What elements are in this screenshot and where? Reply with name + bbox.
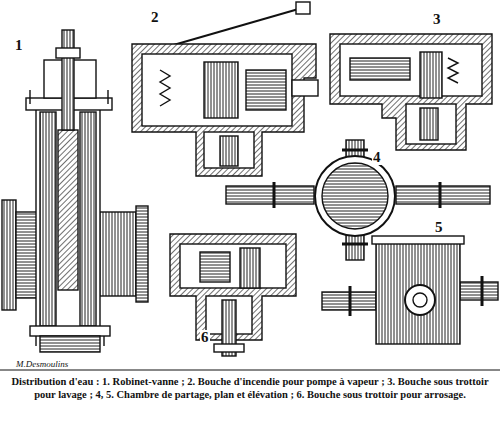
- gate-valve: [2, 30, 148, 352]
- watering-outlet-box: [170, 234, 296, 356]
- callout-number: 4: [372, 150, 382, 165]
- distribution-chamber-elevation: [322, 236, 498, 344]
- callout-number: 6: [200, 330, 210, 345]
- callout-number: 3: [432, 12, 442, 27]
- engraver-signature: M.Desmoulins: [16, 360, 68, 369]
- callout-number: 5: [434, 220, 444, 235]
- washing-outlet-box: [330, 34, 492, 150]
- fire-hydrant-box: [132, 2, 318, 176]
- figure-caption: Distribution d'eau : 1. Robinet-vanne ; …: [6, 376, 494, 402]
- callout-number: 1: [14, 38, 24, 53]
- callout-number: 2: [150, 10, 160, 25]
